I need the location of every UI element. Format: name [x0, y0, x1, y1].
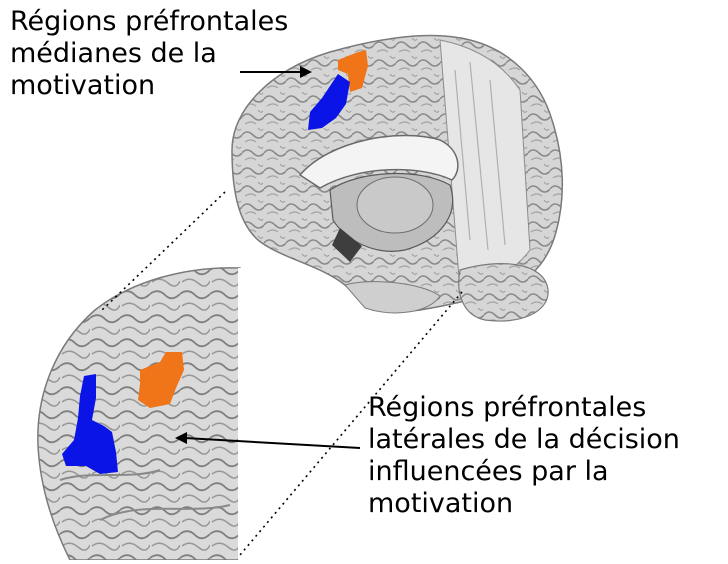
- medial-label-line-2: médianes de la: [10, 38, 217, 69]
- medial-regions-label: Régions préfrontales médianes de la moti…: [10, 6, 288, 102]
- medial-label-line-3: motivation: [10, 70, 156, 101]
- lateral-label-line-2: latérales de la décision: [368, 424, 680, 455]
- arrow: [175, 432, 361, 449]
- arrow: [240, 66, 312, 78]
- lateral-label-line-1: Régions préfrontales: [368, 392, 647, 423]
- brain-lateral-view: [37, 267, 242, 561]
- lateral-label-line-4: motivation: [368, 488, 514, 519]
- lateral-label-line-3: influencées par la: [368, 456, 609, 487]
- dotted-connector: [99, 191, 463, 556]
- lateral-regions-label: Régions préfrontales latérales de la déc…: [368, 392, 680, 520]
- brain-medial-view: [231, 34, 564, 322]
- medial-label-line-1: Régions préfrontales: [10, 6, 289, 37]
